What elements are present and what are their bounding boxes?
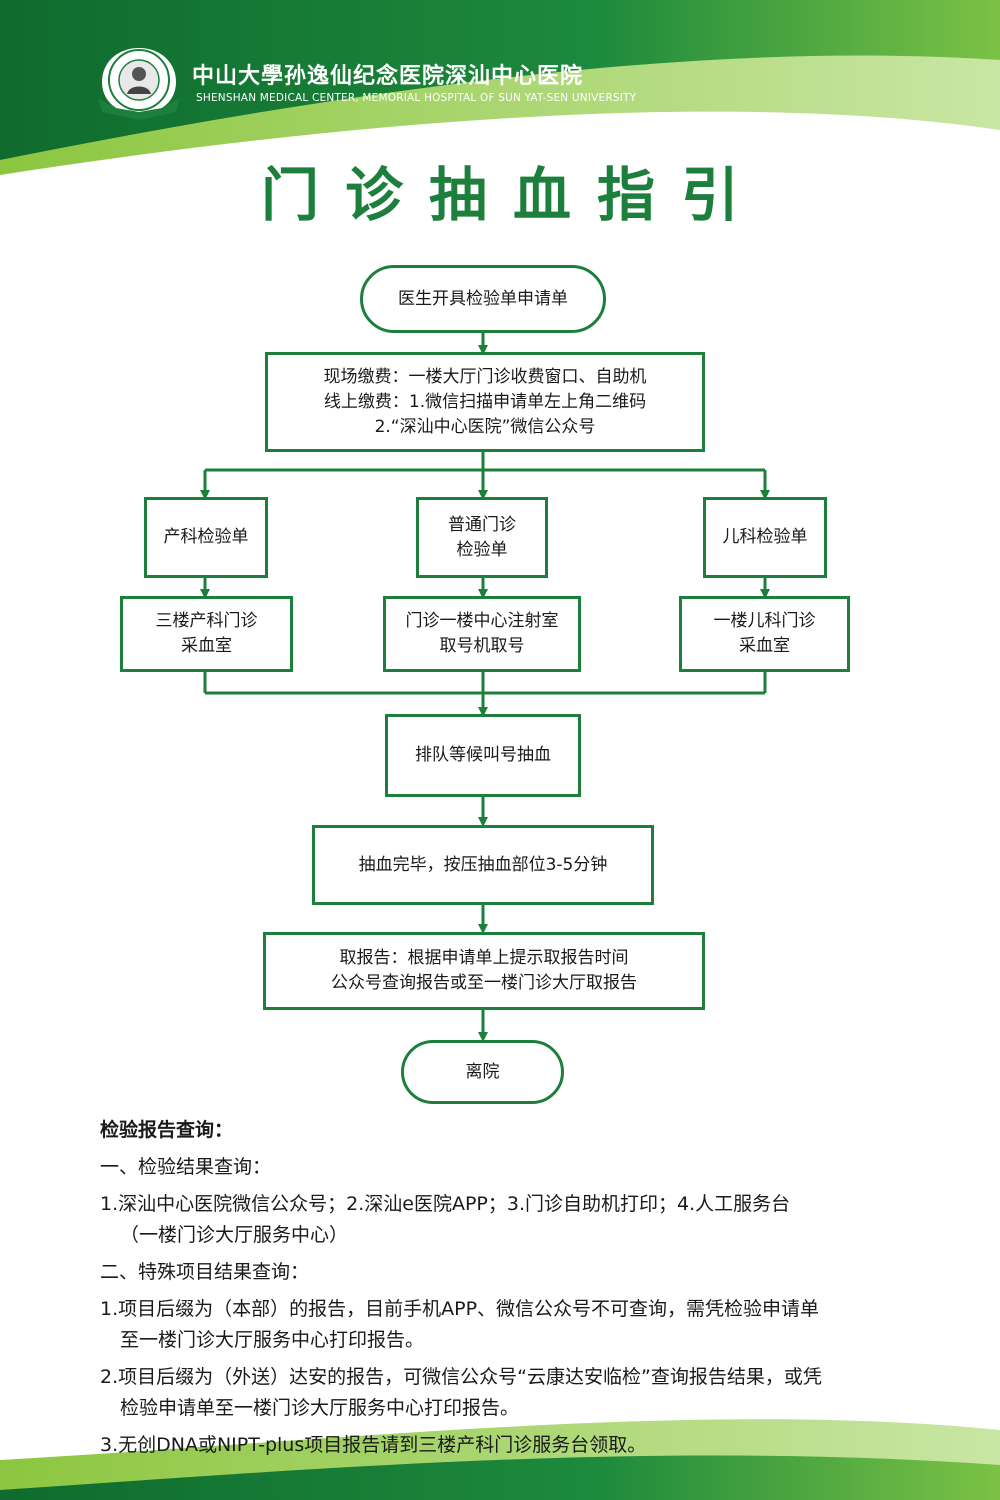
hospital-header: 中山大學孙逸仙纪念医院深汕中心医院 SHENSHAN MEDICAL CENTE… <box>96 42 636 122</box>
section2-item3: 3.无创DNA或NIPT-plus项目报告请到三楼产科门诊服务台领取。 <box>100 1434 647 1456</box>
item1-line2: 至一楼门诊大厅服务中心打印报告。 <box>120 1329 425 1351</box>
section1-title: 一、检验结果查询： <box>100 1156 272 1178</box>
hospital-name-en: SHENSHAN MEDICAL CENTER, MEMORIAL HOSPIT… <box>196 92 637 104</box>
location-obstetrics-blood-room: 三楼产科门诊 采血室 <box>120 596 293 672</box>
location-injection-room: 门诊一楼中心注射室 取号机取号 <box>383 596 581 672</box>
bottom-dark-swoosh <box>0 1455 1000 1500</box>
step-leave-hospital: 离院 <box>401 1040 564 1104</box>
item1-line1: 1.项目后缀为（本部）的报告，目前手机APP、微信公众号不可查询，需凭检验申请单 <box>100 1298 820 1320</box>
section2-item1: 1.项目后缀为（本部）的报告，目前手机APP、微信公众号不可查询，需凭检验申请单… <box>100 1294 920 1356</box>
section2-item2: 2.项目后缀为（外送）达安的报告，可微信公众号“云康达安临检”查询报告结果，或凭… <box>100 1362 920 1424</box>
section1-content: 1.深汕中心医院微信公众号；2.深汕e医院APP；3.门诊自助机打印；4.人工服… <box>100 1189 920 1251</box>
step-get-report: 取报告：根据申请单上提示取报告时间 公众号查询报告或至一楼门诊大厅取报告 <box>263 932 705 1010</box>
section1-line1: 1.深汕中心医院微信公众号；2.深汕e医院APP；3.门诊自助机打印；4.人工服… <box>100 1193 791 1215</box>
section1-line2: （一楼门诊大厅服务中心） <box>120 1224 349 1246</box>
report-query-info: 检验报告查询： 一、检验结果查询： 1.深汕中心医院微信公众号；2.深汕e医院A… <box>100 1115 920 1467</box>
step-payment: 现场缴费：一楼大厅门诊收费窗口、自助机 线上缴费：1.微信扫描申请单左上角二维码… <box>265 352 705 452</box>
location-pediatrics-blood-room: 一楼儿科门诊 采血室 <box>679 596 850 672</box>
step-queue: 排队等候叫号抽血 <box>385 714 581 797</box>
page-title: 门诊抽血指引 <box>260 161 765 229</box>
top-dark-swoosh <box>0 0 1000 160</box>
branch-general-form: 普通门诊 检验单 <box>416 497 548 578</box>
branch-obstetrics-form: 产科检验单 <box>144 497 268 578</box>
hospital-seal-icon <box>98 48 180 120</box>
item2-line2: 检验申请单至一楼门诊大厅服务中心打印报告。 <box>120 1397 520 1419</box>
branch-pediatrics-form: 儿科检验单 <box>703 497 827 578</box>
hospital-name-cn: 中山大學孙逸仙纪念医院深汕中心医院 <box>192 63 584 89</box>
step-press-site: 抽血完毕，按压抽血部位3-5分钟 <box>312 825 654 905</box>
step-doctor-request: 医生开具检验单申请单 <box>360 265 606 333</box>
section2-title: 二、特殊项目结果查询： <box>100 1261 310 1283</box>
info-heading: 检验报告查询： <box>100 1119 234 1141</box>
item2-line1: 2.项目后缀为（外送）达安的报告，可微信公众号“云康达安临检”查询报告结果，或凭 <box>100 1366 822 1388</box>
